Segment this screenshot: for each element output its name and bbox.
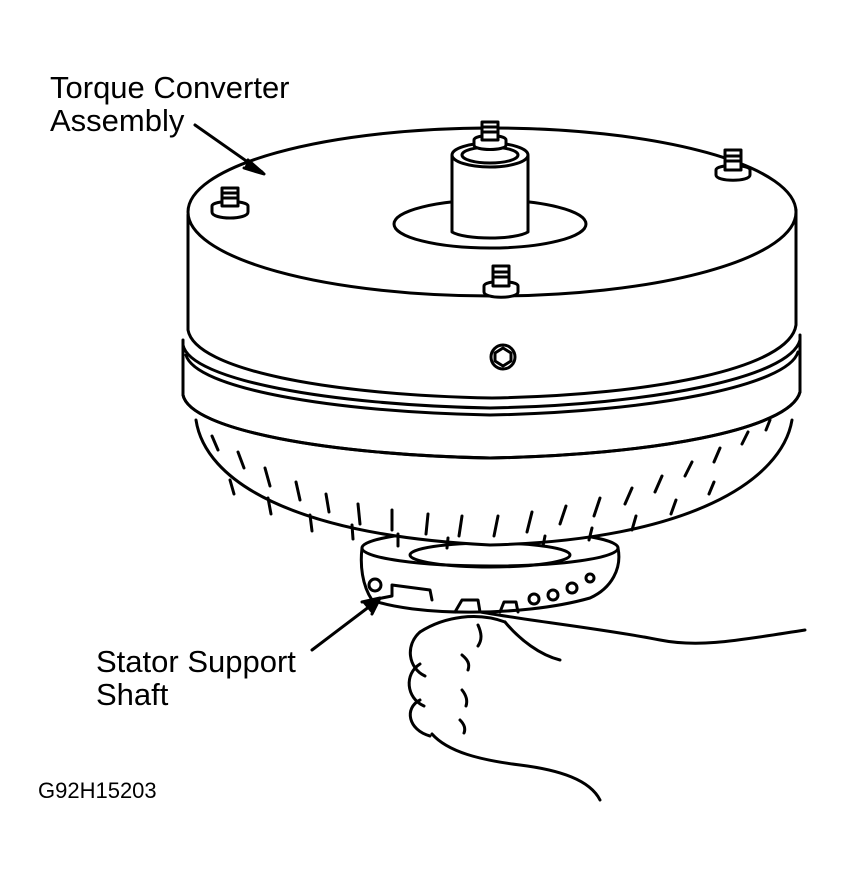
stud-right [716, 150, 750, 180]
stud-left [212, 188, 248, 218]
torque-converter-lower-shell [196, 420, 792, 548]
figure-code: G92H15203 [38, 778, 157, 803]
stator-support-leader [312, 600, 378, 650]
torque-converter-label: Torque Converter Assembly [50, 70, 290, 139]
torque-converter-cover [188, 128, 796, 398]
stator-support-label: Stator Support Shaft [96, 644, 296, 713]
stud-top [474, 122, 506, 150]
mounting-studs [212, 122, 750, 297]
leader-lines [195, 125, 380, 650]
hand-drawing [409, 610, 805, 800]
stator-support-part [361, 530, 619, 612]
stud-front [484, 266, 518, 297]
vane-slots [212, 420, 770, 548]
